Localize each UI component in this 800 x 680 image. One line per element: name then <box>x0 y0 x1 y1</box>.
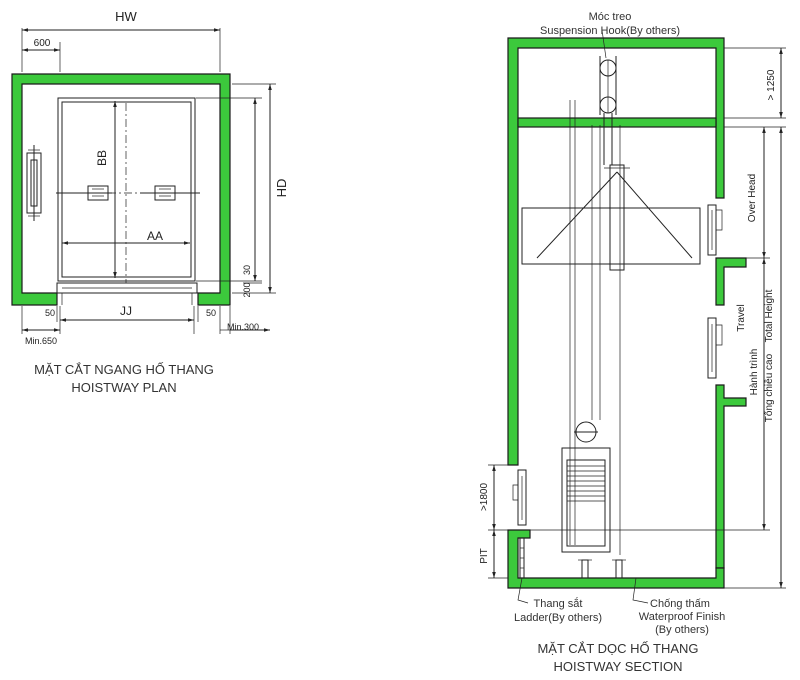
section-counterweight <box>521 164 701 271</box>
waterproof-label-en: Waterproof Finish <box>639 611 725 623</box>
plan-counterweight <box>26 145 42 221</box>
dim-gt1250: > 1250 <box>766 69 777 100</box>
dim-jj: JJ <box>120 304 132 318</box>
hook-label-en: Suspension Hook(By others) <box>540 25 680 37</box>
plan-caption-vi: MẶT CẮT NGANG HỐ THANG <box>34 362 214 377</box>
dim-bb: BB <box>95 150 109 166</box>
section-caption-en: HOISTWAY SECTION <box>553 659 682 674</box>
dim-30: 30 <box>242 265 252 275</box>
plan-walls <box>11 73 231 306</box>
dim-hd: HD <box>274 179 289 198</box>
section-sheaves <box>599 29 617 165</box>
dim-600: 600 <box>34 38 51 49</box>
section-walls <box>507 37 747 589</box>
dim-travel: Travel <box>736 304 747 331</box>
dim-total-height-vi: Tổng chiều cao <box>763 353 775 422</box>
hook-label-vi: Móc treo <box>589 11 632 23</box>
dim-pit: PIT <box>479 548 490 564</box>
section-car <box>561 421 626 579</box>
dim-travel-vi: Hành trình <box>749 349 760 396</box>
dim-min650: Min.650 <box>25 336 57 346</box>
dim-50-left: 50 <box>45 308 55 318</box>
dim-total-height: Total Height <box>764 289 775 342</box>
ladder-label-vi: Thang sắt <box>534 597 583 610</box>
plan-caption-en: HOISTWAY PLAN <box>71 380 176 395</box>
dim-overhead: Over Head <box>747 174 758 222</box>
dim-gt1800: >1800 <box>479 483 490 512</box>
hoistway-plan: BB AA HW 600 HD 30 200 JJ <box>11 9 289 395</box>
section-landing-doors <box>512 204 723 526</box>
section-caption-vi: MẶT CẮT DỌC HỐ THANG <box>537 641 698 656</box>
waterproof-label-by: (By others) <box>655 624 709 636</box>
waterproof-label-vi: Chống thấm <box>650 598 710 610</box>
dim-aa: AA <box>147 229 163 243</box>
dim-200: 200 <box>242 282 252 297</box>
section-ladder <box>519 538 525 578</box>
hoistway-section: > 1250 Over Head Travel Hành trình Total… <box>479 11 786 674</box>
dim-hw: HW <box>115 9 137 24</box>
dim-min300: Min.300 <box>227 322 259 332</box>
plan-car <box>56 97 198 305</box>
dim-50-right: 50 <box>206 308 216 318</box>
ladder-label-en: Ladder(By others) <box>514 612 602 624</box>
